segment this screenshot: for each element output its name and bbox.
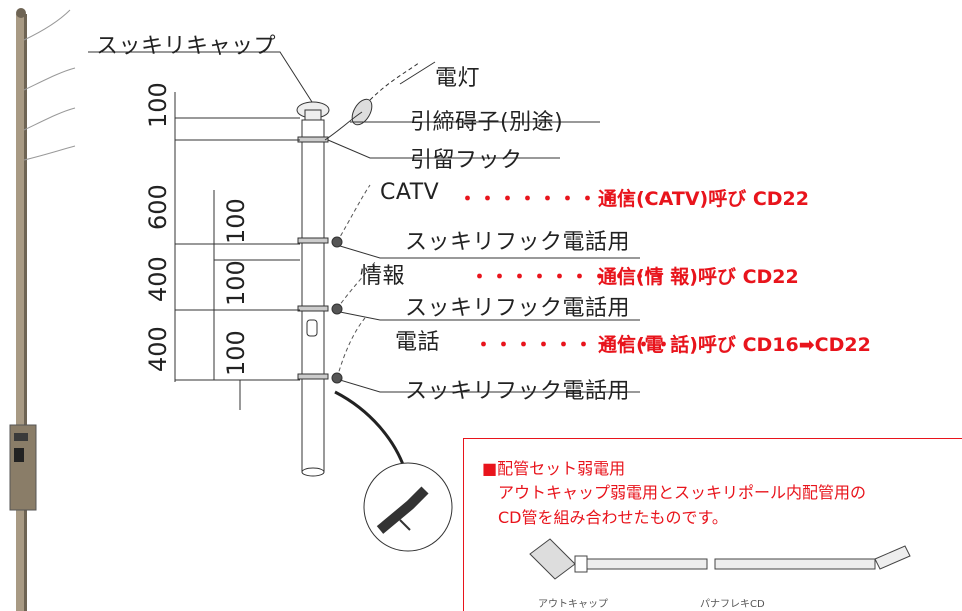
lamp-label: 電灯 (435, 66, 481, 91)
detail-circle (363, 462, 453, 552)
part-outcap-label: アウトキャップ (538, 599, 608, 610)
dim-100-c: 100 (222, 330, 250, 376)
catv-note: 通信(CATV)呼び CD22 (598, 188, 809, 210)
catv-dots: ・・・・・・・・・・ (458, 188, 659, 210)
drop-wires (336, 184, 376, 379)
main-pole (296, 101, 343, 477)
info-dots: ・・・・・・・・・・ (470, 266, 671, 288)
dimension-lines (174, 92, 300, 410)
hook-label: 引留フック (410, 148, 523, 173)
box-line-2: CD管を組み合わせたものです。 (498, 508, 728, 527)
dim-400-b: 400 (144, 326, 172, 372)
phone-note: 通信(電 話)呼び CD16➡CD22 (598, 334, 871, 356)
part-cd-label: パナフレキCD (700, 599, 765, 610)
cap-label: スッキリキャップ (96, 34, 277, 59)
phone-dots: ・・・・・・・・・・ (474, 334, 675, 356)
insulator (324, 61, 421, 141)
pipe-set-box: ■配管セット弱電用 アウトキャップ弱電用とスッキリポール内配管用の CD管を組み… (463, 438, 962, 611)
info-label: 情報 (360, 264, 406, 289)
phone-label: 電話 (395, 330, 441, 355)
box-line-1: アウトキャップ弱電用とスッキリポール内配管用の (498, 483, 867, 502)
insulator-label: 引締碍子(別途) (410, 110, 564, 135)
hook-tel-label-3: スッキリフック電話用 (405, 379, 631, 404)
pipe-set-illustration (529, 538, 911, 580)
dim-600: 600 (144, 184, 172, 230)
dim-100-top: 100 (144, 82, 172, 128)
pole-photo (9, 8, 76, 611)
info-note: 通信(情 報)呼び CD22 (598, 266, 799, 288)
hook-tel-label-1: スッキリフック電話用 (405, 230, 631, 255)
dim-100-b: 100 (222, 260, 250, 306)
catv-label: CATV (380, 180, 440, 205)
box-title: ■配管セット弱電用 (482, 459, 626, 478)
ground-cable (334, 390, 407, 471)
hook-tel-label-2: スッキリフック電話用 (405, 296, 631, 321)
leader-lines (88, 51, 640, 393)
dim-100-a: 100 (222, 198, 250, 244)
dim-400-a: 400 (144, 256, 172, 302)
